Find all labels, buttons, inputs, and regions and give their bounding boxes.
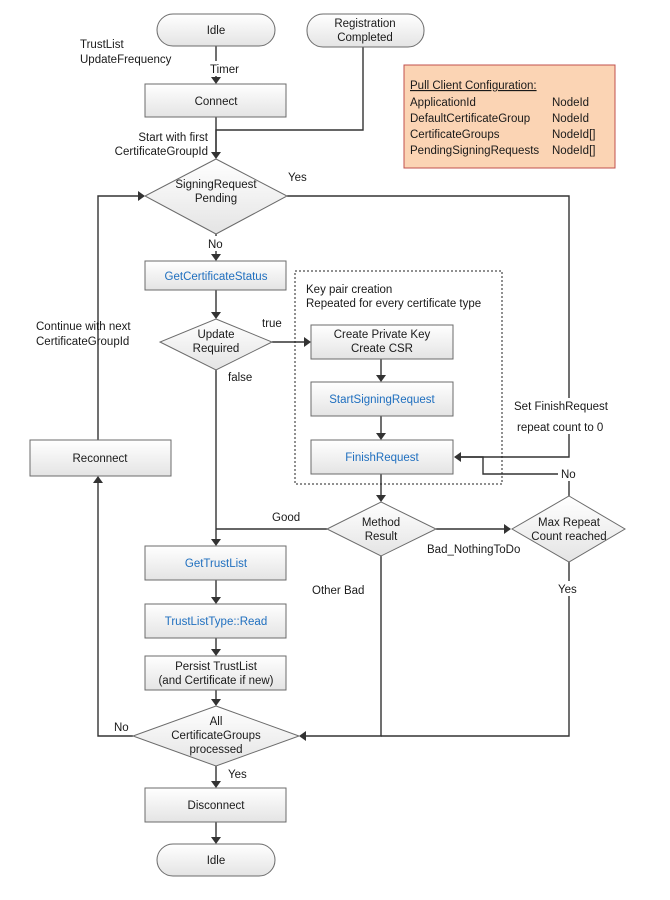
true-label: true (262, 318, 282, 330)
keypair-group-title: Key pair creation (306, 284, 392, 296)
config-box (403, 64, 616, 169)
continue-next-label-1: Continue with next (36, 321, 131, 333)
config-row-value: NodeId (552, 97, 589, 109)
yes-max-bg (556, 581, 580, 596)
get-trust-list-node (144, 545, 287, 581)
persist-label-1: Persist TrustList (175, 661, 258, 673)
set-finish-label-2: repeat count to 0 (517, 422, 603, 434)
no-max-label: No (561, 469, 576, 481)
get-certificate-status-node (144, 260, 287, 291)
max-repeat-label-2: Count reached (531, 531, 606, 543)
max-repeat-label-1: Max Repeat (538, 517, 601, 529)
connect-label: Connect (195, 96, 239, 108)
bad-nothing-label: Bad_NothingToDo (427, 544, 520, 556)
yes-pending-label: Yes (288, 172, 307, 184)
start-signing-request-label: StartSigningRequest (329, 394, 435, 406)
update-required-label-1: Update (197, 329, 234, 341)
config-row-key: CertificateGroups (410, 129, 500, 141)
timer-label-bg (208, 61, 242, 76)
persist-node (144, 655, 287, 691)
config-row-key: PendingSigningRequests (410, 145, 539, 157)
all-processed-label-3: processed (189, 744, 242, 756)
signing-pending-label-2: Pending (195, 193, 237, 205)
config-row-key: DefaultCertificateGroup (410, 113, 530, 125)
method-result-decision (325, 501, 438, 557)
config-row-key: ApplicationId (410, 97, 476, 109)
trust-list-read-node (144, 603, 287, 639)
registration-node (306, 13, 425, 48)
no-pending-bg (206, 236, 226, 251)
update-required-label-2: Required (193, 343, 240, 355)
good-label: Good (272, 512, 300, 524)
continue-next-label-2: CertificateGroupId (36, 336, 129, 348)
trust-list-read-label: TrustListType::Read (165, 616, 267, 628)
signing-pending-decision (143, 158, 289, 235)
false-label: false (228, 372, 252, 384)
persist-label-2: (and Certificate if new) (158, 675, 273, 687)
max-repeat-decision (511, 495, 626, 563)
trustlist-freq-label-1: TrustList (80, 39, 124, 51)
yes-max-label: Yes (558, 584, 577, 596)
all-processed-label-1: All (210, 716, 223, 728)
signing-pending-label-1: SigningRequest (175, 179, 257, 191)
timer-label: Timer (210, 64, 239, 76)
finish-request-label: FinishRequest (345, 452, 419, 464)
disconnect-label: Disconnect (188, 800, 246, 812)
update-required-decision (158, 318, 274, 371)
keypair-group-box (294, 270, 503, 485)
keypair-group-subtitle: Repeated for every certificate type (306, 298, 481, 310)
reconnect-label: Reconnect (73, 453, 129, 465)
get-trust-list-label: GetTrustList (185, 558, 248, 570)
disconnect-node (144, 787, 287, 823)
reconnect-node (29, 439, 172, 477)
start-with-first-label-2: CertificateGroupId (115, 146, 208, 158)
no-all-label: No (114, 722, 129, 734)
connect-node (144, 83, 287, 118)
no-max-bg (558, 466, 578, 481)
no-pending-label: No (208, 239, 223, 251)
idle-end-label: Idle (207, 855, 226, 867)
create-key-node (310, 324, 454, 360)
idle-start-node (156, 13, 276, 47)
registration-label-1: Registration (334, 18, 395, 30)
start-signing-request-node (310, 381, 454, 417)
other-bad-label: Other Bad (312, 585, 364, 597)
yes-all-bg (226, 766, 250, 781)
all-processed-label-2: CertificateGroups (171, 730, 261, 742)
config-title: Pull Client Configuration: (410, 80, 537, 92)
start-with-first-label-1: Start with first (138, 132, 208, 144)
finish-request-node (310, 439, 454, 475)
set-finish-label-1: Set FinishRequest (514, 401, 609, 413)
edges (93, 46, 570, 844)
idle-start-label: Idle (207, 25, 226, 37)
config-row-value: NodeId[] (552, 145, 595, 157)
yes-all-label: Yes (228, 769, 247, 781)
all-processed-decision (131, 705, 301, 767)
config-row-value: NodeId[] (552, 129, 595, 141)
method-result-label-2: Result (365, 531, 398, 543)
create-key-label-1: Create Private Key (334, 329, 431, 341)
registration-label-2: Completed (337, 32, 393, 44)
config-row-value: NodeId (552, 113, 589, 125)
trustlist-freq-label-2: UpdateFrequency (80, 54, 172, 66)
idle-end-node (156, 843, 276, 877)
method-result-label-1: Method (362, 517, 400, 529)
get-certificate-status-label: GetCertificateStatus (165, 271, 268, 283)
set-finish-label-bg (510, 398, 622, 434)
create-key-label-2: Create CSR (351, 343, 413, 355)
